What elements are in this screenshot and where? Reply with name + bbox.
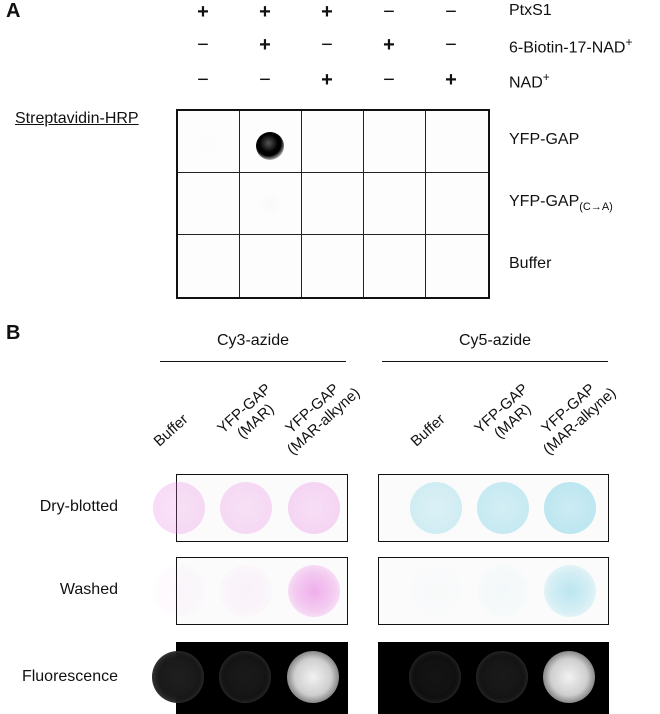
blot-cell: [426, 235, 488, 297]
membrane-strip: [378, 474, 609, 542]
membrane-strip: [153, 557, 348, 625]
sample-spot: [409, 651, 461, 703]
minus-sign: −: [197, 34, 209, 56]
dye-group-label: Cy5-azide: [458, 332, 532, 349]
strip-row-label: Washed: [59, 581, 118, 598]
dye-group-label: Cy3-azide: [216, 332, 290, 349]
plus-sign: +: [383, 34, 395, 56]
blot-row-label: YFP-GAP(C→A): [509, 193, 613, 214]
strip-row-label: Dry-blotted: [39, 498, 118, 515]
sample-spot: [153, 482, 205, 534]
blot-cell: [364, 235, 426, 297]
sample-spot: [152, 651, 204, 703]
blot-cell: [240, 173, 302, 235]
blot-cell: [364, 111, 426, 173]
dot-blot-grid: [176, 109, 490, 299]
membrane-strip: [153, 474, 348, 542]
minus-sign: −: [383, 69, 395, 91]
sample-spot: [288, 565, 340, 617]
membrane-strip: [152, 642, 348, 714]
sample-spot: [219, 651, 271, 703]
sample-spot: [288, 482, 340, 534]
sample-spot: [220, 565, 272, 617]
blot-cell: [364, 173, 426, 235]
blot-row-label: YFP-GAP: [509, 131, 580, 148]
blot-cell: [178, 235, 240, 297]
sample-spot: [477, 482, 529, 534]
blot-cell: [426, 173, 488, 235]
minus-sign: −: [383, 1, 395, 23]
condition-label: NAD+: [509, 70, 550, 92]
membrane-strip: [378, 557, 609, 625]
sample-column-label: Buffer: [150, 410, 192, 450]
sample-spot: [410, 482, 462, 534]
condition-label: PtxS1: [509, 2, 552, 19]
plus-sign: +: [259, 1, 271, 23]
blot-cell: [302, 235, 364, 297]
blot-cell: [178, 173, 240, 235]
blot-cell: [240, 111, 302, 173]
sample-spot: [543, 651, 595, 703]
blot-signal-spot: [256, 132, 284, 160]
plus-sign: +: [259, 34, 271, 56]
membrane-strip: [378, 642, 609, 714]
sample-spot: [153, 565, 205, 617]
condition-label: 6-Biotin-17-NAD+: [509, 35, 633, 57]
blot-faint-spot: [257, 191, 283, 217]
detection-label: Streptavidin-HRP: [15, 110, 139, 127]
blot-cell: [240, 235, 302, 297]
minus-sign: −: [445, 34, 457, 56]
group-divider-line: [382, 361, 608, 362]
minus-sign: −: [445, 1, 457, 23]
blot-cell: [426, 111, 488, 173]
minus-sign: −: [259, 69, 271, 91]
sample-spot: [410, 565, 462, 617]
plus-sign: +: [445, 69, 457, 91]
blot-row-label: Buffer: [509, 255, 552, 272]
sample-spot: [287, 651, 339, 703]
panel-b-label: B: [6, 322, 21, 344]
sample-spot: [220, 482, 272, 534]
panel-a-label: A: [6, 0, 21, 22]
group-divider-line: [160, 361, 346, 362]
blot-faint-spot: [195, 129, 221, 155]
sample-spot: [544, 482, 596, 534]
blot-cell: [178, 111, 240, 173]
blot-cell: [302, 173, 364, 235]
minus-sign: −: [197, 69, 209, 91]
plus-sign: +: [197, 1, 209, 23]
plus-sign: +: [321, 1, 333, 23]
plus-sign: +: [321, 69, 333, 91]
strip-row-label: Fluorescence: [21, 668, 118, 685]
blot-cell: [302, 111, 364, 173]
sample-spot: [544, 565, 596, 617]
sample-column-label: Buffer: [407, 410, 449, 450]
sample-spot: [476, 651, 528, 703]
minus-sign: −: [321, 34, 333, 56]
sample-spot: [477, 565, 529, 617]
